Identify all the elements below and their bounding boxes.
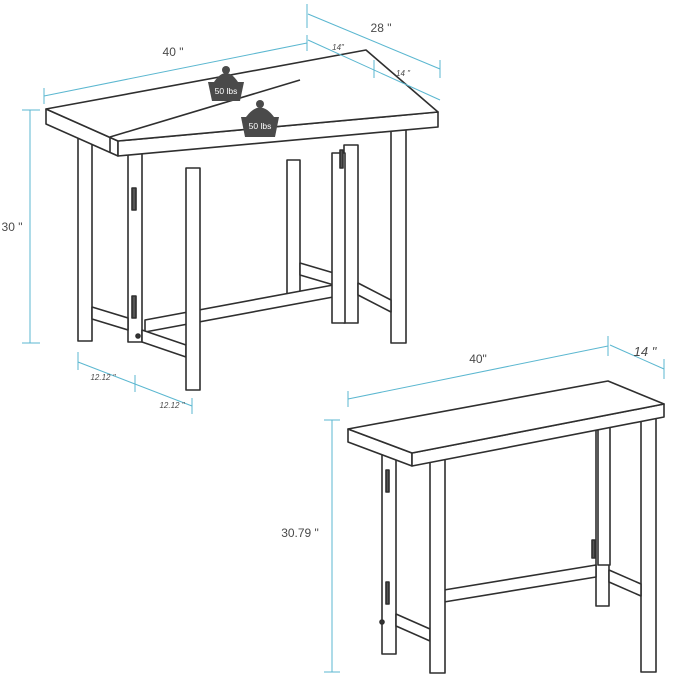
dim-width-line xyxy=(43,42,308,97)
weight-2-top xyxy=(246,107,274,117)
open-table-dimensions xyxy=(22,4,441,414)
folded-table-hinge-pin xyxy=(379,619,385,625)
dim-folded-width-label: 40" xyxy=(469,352,487,366)
dim-base-right-label: 12.12 " xyxy=(159,401,185,410)
open-table-hinge-lower xyxy=(131,295,137,319)
open-table-back-right-leg xyxy=(390,129,407,344)
dim-folded-width-line xyxy=(347,345,609,400)
folded-table-back-right-leg xyxy=(640,407,657,673)
weight-icon: 50 lbs xyxy=(241,100,279,137)
dim-leaf-left-label: 14" xyxy=(332,43,345,52)
weight-1-top xyxy=(214,73,238,82)
open-table-front-stretcher xyxy=(141,329,187,358)
folded-table-dimensions xyxy=(324,336,665,673)
open-table-inner-leg xyxy=(286,159,301,299)
open-table-long-stretcher xyxy=(144,282,345,333)
open-table-side-stretcher-right xyxy=(357,282,392,313)
weight-icon: 50 lbs xyxy=(208,66,244,101)
open-table-left-stretcher xyxy=(91,306,129,331)
dim-folded-depth-label: 14 " xyxy=(634,344,658,359)
open-table-inner-right-leg xyxy=(331,152,346,324)
open-table-hinge xyxy=(131,187,137,211)
weight-1-body xyxy=(208,82,244,101)
folded-table-hinge-right xyxy=(591,539,596,559)
open-table-back-mid-leg xyxy=(343,144,359,324)
folded-table xyxy=(347,380,665,674)
dim-folded-height-label: 30.79 " xyxy=(281,526,319,540)
open-table-front-left-leg xyxy=(77,132,93,342)
folded-table-back-stretcher xyxy=(443,564,597,603)
open-table-top-surface xyxy=(45,49,439,142)
folded-table-front-left-leg xyxy=(429,457,446,674)
folded-table-top-surface xyxy=(347,380,665,454)
folded-table-front-inner-leg xyxy=(597,424,611,566)
open-table xyxy=(45,49,439,391)
dim-leaf-right-label: 14 " xyxy=(396,69,411,78)
weight-2-label: 50 lbs xyxy=(249,121,272,131)
dim-depth-line xyxy=(307,13,441,70)
folded-table-hinge-lower xyxy=(385,581,390,605)
open-table-leaf-seam xyxy=(109,79,301,138)
open-table-hinge-right xyxy=(339,149,344,169)
open-table-hinge-pin xyxy=(135,333,141,339)
open-table-front-right-leg xyxy=(185,167,201,391)
folded-table-left-stretcher xyxy=(395,613,431,642)
folded-table-hinge xyxy=(385,469,390,493)
dim-folded-depth-line xyxy=(609,344,665,370)
dim-height-label: 30 " xyxy=(2,220,23,234)
weight-2-knob xyxy=(256,100,264,108)
weight-2-body xyxy=(241,117,279,137)
dim-depth-label: 28 " xyxy=(371,21,392,35)
dim-base-left-label: 12.12 " xyxy=(90,373,116,382)
dim-width-label: 40 " xyxy=(163,45,184,59)
folded-table-right-stretcher xyxy=(608,569,642,597)
weight-1-knob xyxy=(222,66,230,74)
weight-1-label: 50 lbs xyxy=(215,86,238,96)
